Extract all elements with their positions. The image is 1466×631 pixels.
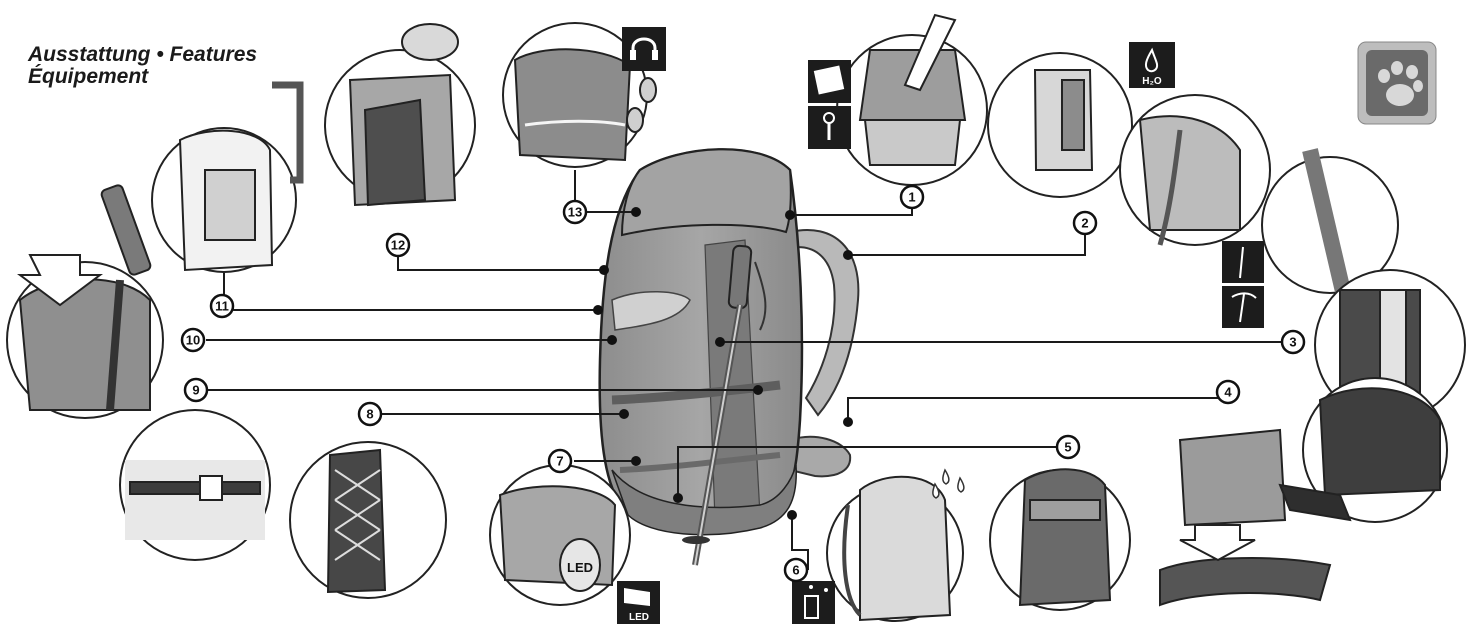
callout-number: 8 (366, 407, 373, 422)
callout-number: 5 (1064, 440, 1071, 455)
callout-number: 2 (1081, 216, 1088, 231)
rain-icon (792, 581, 835, 624)
callout-number: 10 (186, 333, 200, 348)
callout-9: 9 (183, 377, 209, 403)
detail-hip-belt (1159, 428, 1352, 607)
callout-1: 1 (899, 184, 925, 210)
paw-logo-icon (1357, 41, 1437, 125)
detail-sternum-strap (119, 409, 271, 561)
detail-pole-holder (1261, 148, 1466, 523)
headphones-icon (622, 27, 666, 71)
detail-front-pocket (100, 81, 304, 276)
led-icon: LED (617, 581, 660, 624)
hydration-icon-label: H₂O (1142, 76, 1162, 87)
detail-helmet-holder (324, 23, 476, 207)
connection-dots (593, 207, 853, 520)
hydration-icon: H₂O (1129, 42, 1175, 88)
callout-12: 12 (385, 232, 411, 258)
title-line-2: Équipement (28, 65, 149, 88)
callout-number: 1 (908, 190, 915, 205)
detail-adjustable-back (989, 468, 1131, 611)
detail-rain-cover (826, 475, 964, 622)
callout-10: 10 (180, 327, 206, 353)
detail-hydration-system (987, 52, 1271, 246)
callout-11: 11 (209, 293, 235, 319)
key-icon (808, 106, 851, 149)
rain-drops-icon (932, 468, 965, 499)
trekking-pole-icon (1222, 241, 1264, 283)
led-icon-label: LED (629, 612, 649, 623)
callout-4: 4 (1215, 379, 1241, 405)
detail-side-pocket (6, 254, 164, 419)
callout-number: 4 (1224, 385, 1232, 400)
detail-bungee-lacing (289, 441, 447, 599)
title-line-1: Ausstattung • Features (28, 43, 258, 66)
callout-number: 13 (568, 205, 582, 220)
detail-headphone-outlet (502, 22, 657, 168)
callout-number: 12 (391, 238, 405, 253)
callout-7: 7 (547, 448, 573, 474)
callout-number: 7 (556, 454, 563, 469)
callout-8: 8 (357, 401, 383, 427)
led-lamp-label: LED (567, 560, 593, 575)
document-icon (808, 60, 851, 103)
callout-6: 6 (783, 557, 809, 583)
callout-3: 3 (1280, 329, 1306, 355)
detail-led-light (489, 464, 631, 606)
trekking-pole (682, 244, 767, 566)
ice-axe-icon (1222, 286, 1264, 328)
callout-5: 5 (1055, 434, 1081, 460)
main-backpack (598, 148, 860, 566)
callout-number: 11 (215, 299, 229, 314)
detail-top-loading-compartment (836, 13, 988, 186)
callout-number: 9 (192, 383, 199, 398)
callout-2: 2 (1072, 210, 1098, 236)
callout-number: 3 (1289, 335, 1296, 350)
callout-number: 6 (792, 563, 799, 578)
diagram-title: Ausstattung • Features Équipement (28, 44, 257, 88)
callout-13: 13 (562, 199, 588, 225)
